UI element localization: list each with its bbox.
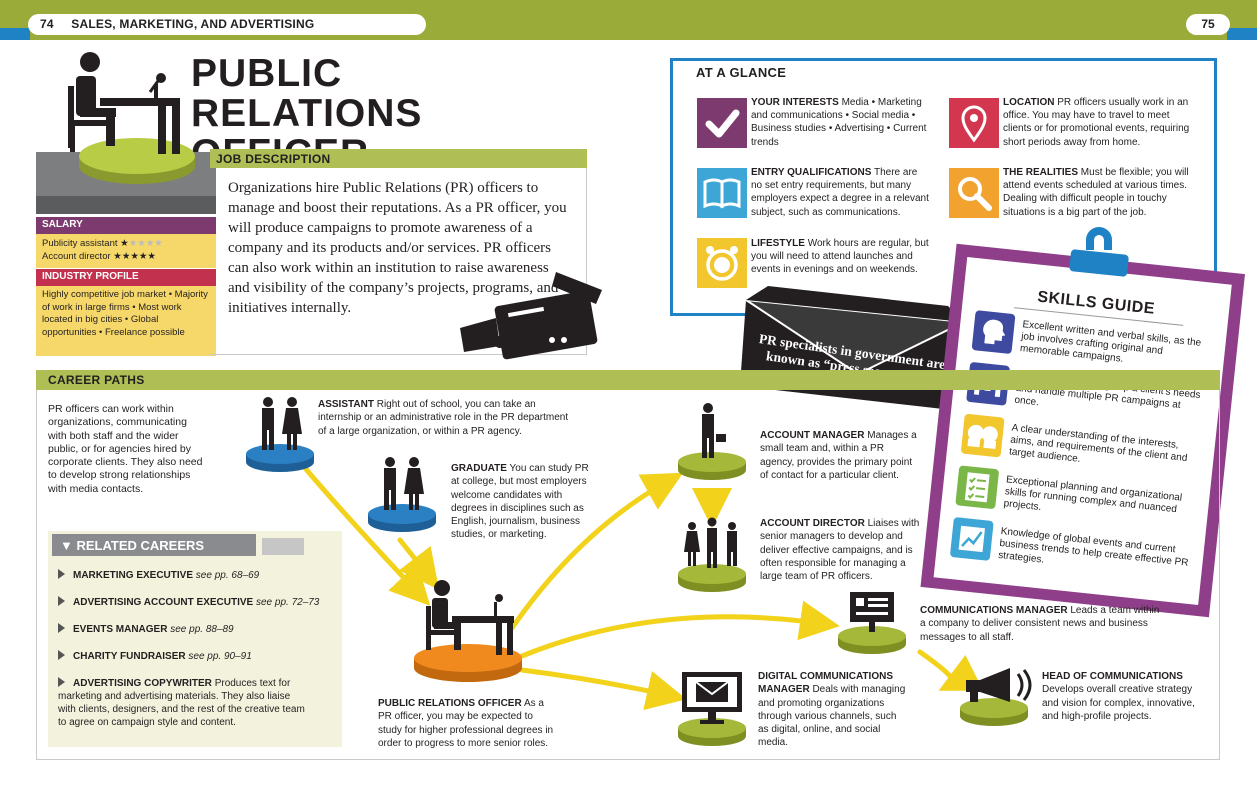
salary-heading: SALARY — [36, 217, 216, 234]
skills-guide-clipboard: SKILLS GUIDE Excellent written and verba… — [920, 243, 1245, 618]
industry-profile-heading: INDUSTRY PROFILE — [36, 269, 216, 286]
career-node-account-director: ACCOUNT DIRECTOR Liaises with senior man… — [760, 518, 920, 583]
left-page-header-pill: 74 SALES, MARKETING, AND ADVERTISING — [28, 14, 426, 35]
head-of-communications-pedestal-icon — [960, 668, 1032, 726]
communications-manager-pedestal-icon — [838, 592, 906, 654]
related-careers-box — [48, 531, 342, 747]
career-paths-heading: CAREER PATHS — [36, 370, 1220, 390]
skills-guide-paper: SKILLS GUIDE Excellent written and verba… — [933, 256, 1232, 606]
salary-row: Account director ★★★★★ — [42, 251, 156, 262]
section-title: SALES, MARKETING, AND ADVERTISING — [71, 17, 315, 31]
triangle-bullet-icon — [58, 650, 65, 660]
career-paths-intro: PR officers can work within organization… — [48, 403, 203, 495]
industry-profile-text: Highly competitive job market • Majority… — [36, 286, 216, 356]
career-node-communications-manager: COMMUNICATIONS MANAGER Leads a team with… — [920, 605, 1160, 643]
career-node-head-of-communications: HEAD OF COMMUNICATIONS Develops overall … — [1042, 671, 1195, 722]
glance-item-lifestyle: LIFESTYLE Work hours are regular, but yo… — [751, 238, 929, 276]
career-node-pr-officer: PUBLIC RELATIONS OFFICER As a PR officer… — [378, 698, 554, 749]
account-director-pedestal-icon — [678, 517, 746, 592]
salary-stars-filled: ★ — [120, 238, 129, 249]
glance-item-realities: THE REALITIES Must be flexible; you will… — [1003, 167, 1189, 218]
job-description-box — [210, 168, 587, 355]
at-a-glance-heading: AT A GLANCE — [696, 65, 787, 80]
conversation-icon — [960, 413, 1005, 458]
related-career-item[interactable]: MARKETING EXECUTIVE see pp. 68–69 — [58, 569, 338, 582]
triangle-bullet-icon — [58, 623, 65, 633]
related-career-item[interactable]: ADVERTISING COPYWRITER Produces text for… — [58, 677, 305, 728]
career-paths-frame — [36, 390, 1220, 760]
trend-chart-icon — [949, 517, 994, 561]
hero-pr-officer-at-desk-icon — [68, 52, 195, 184]
career-node-assistant: ASSISTANT Right out of school, you can t… — [318, 399, 569, 437]
related-career-item[interactable]: EVENTS MANAGER see pp. 88–89 — [58, 623, 338, 636]
salary-list: Publicity assistant ★★★★★ Account direct… — [36, 234, 216, 268]
salary-stars-filled: ★★★★★ — [113, 251, 156, 262]
hero-pedestal-base — [36, 196, 216, 214]
related-careers-tab — [262, 538, 304, 555]
skill-item-text: Excellent written and verbal skills, as … — [1019, 319, 1202, 365]
career-node-digital-communications: DIGITAL COMMUNICATIONS MANAGER Deals wit… — [758, 671, 906, 749]
page-title-line1: PUBLIC RELATIONS — [191, 52, 423, 135]
checkmark-icon — [697, 98, 747, 148]
video-camera-icon — [460, 272, 602, 360]
account-manager-pedestal-icon — [678, 403, 746, 480]
alarm-clock-icon — [697, 238, 747, 288]
career-path-arrows — [297, 459, 984, 711]
related-career-item[interactable]: CHARITY FUNDRAISER see pp. 90–91 — [58, 650, 338, 663]
right-page-number: 75 — [1186, 14, 1230, 35]
glance-item-location: LOCATION PR officers usually work in an … — [1003, 97, 1190, 148]
salary-row: Publicity assistant ★★★★★ — [42, 238, 163, 249]
career-node-account-manager: ACCOUNT MANAGER Manages a small team and… — [760, 430, 917, 481]
checklist-icon — [955, 465, 1000, 510]
job-description-heading: JOB DESCRIPTION — [210, 149, 587, 168]
triangle-bullet-icon — [58, 677, 65, 687]
graduate-pedestal-icon — [368, 457, 436, 532]
triangle-bullet-icon — [58, 569, 65, 579]
triangle-bullet-icon — [58, 596, 65, 606]
glance-item-interests: YOUR INTERESTS Media • Marketing and com… — [751, 97, 927, 148]
location-pin-icon — [949, 98, 999, 148]
book-icon — [697, 168, 747, 218]
salary-stars-empty: ★★★★ — [128, 238, 163, 249]
related-careers-heading: ▼ RELATED CAREERS — [52, 534, 256, 556]
speaking-head-icon — [971, 310, 1016, 355]
right-page-header-bar — [636, 0, 1257, 40]
assistant-pedestal-icon — [246, 397, 314, 472]
digital-communications-pedestal-icon — [678, 672, 746, 746]
career-node-graduate: GRADUATE You can study PR at college, bu… — [451, 463, 589, 541]
left-page-number: 74 — [40, 17, 54, 31]
right-header-accent — [1227, 28, 1257, 40]
clipboard-clip-icon — [1069, 227, 1129, 277]
related-career-item[interactable]: ADVERTISING ACCOUNT EXECUTIVE see pp. 72… — [58, 596, 338, 609]
glance-item-qualifications: ENTRY QUALIFICATIONS There are no set en… — [751, 167, 929, 218]
pr-officer-pedestal-icon — [414, 580, 522, 682]
left-header-accent — [0, 28, 30, 40]
magnifier-icon — [949, 168, 999, 218]
job-description-text: Organizations hire Public Relations (PR)… — [228, 180, 567, 316]
